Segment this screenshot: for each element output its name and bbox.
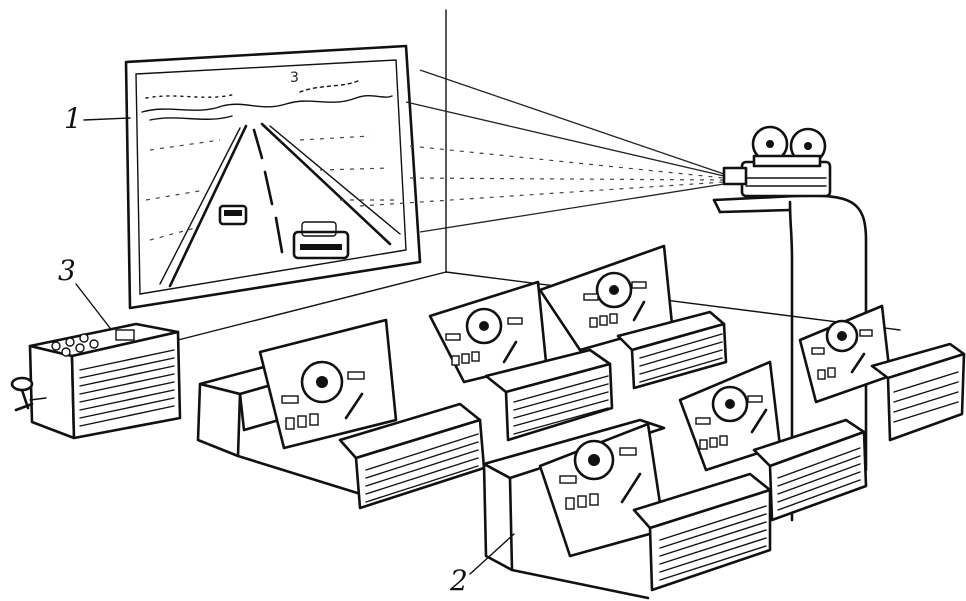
simulator-cabin-front-left — [198, 320, 484, 508]
label-screen: 1 — [64, 102, 82, 135]
instructor-console — [12, 324, 180, 438]
projection-screen: 3 — [126, 46, 420, 308]
label-console: 3 — [58, 254, 76, 287]
label-simulator: 2 — [449, 564, 468, 597]
film-projector — [724, 127, 830, 196]
distant-car — [220, 206, 246, 224]
screen-sign-number: 3 — [290, 70, 299, 86]
simulator-cabins — [198, 246, 964, 598]
simulator-cabin-right-back — [800, 306, 964, 440]
